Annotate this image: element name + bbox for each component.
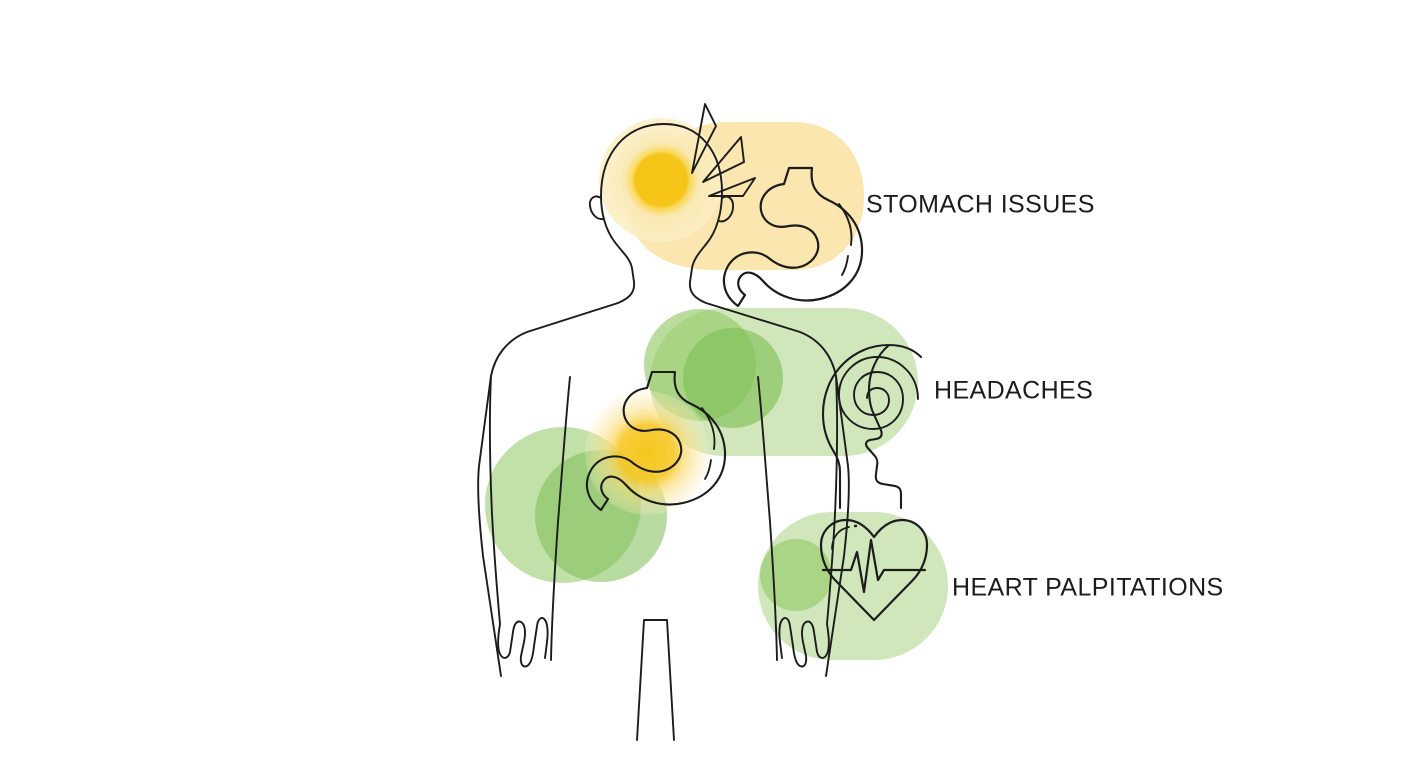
stomach-icon-outline: [722, 166, 864, 308]
pain-burst-rays: [691, 103, 756, 197]
left-arm-inner-line: [550, 376, 571, 661]
heart-pulse-line: [821, 538, 927, 594]
body-markers: [485, 118, 832, 611]
head-pain-marker: [599, 118, 723, 242]
left-ear: [588, 195, 604, 221]
abdomen-pain-marker: [585, 391, 709, 515]
symptom-label-heart-palpitations: HEART PALPITATIONS: [952, 573, 1224, 602]
stomach-icon-inner-dash: [841, 255, 849, 276]
pain-ray-1: [691, 103, 717, 174]
right-arm-inner-line: [757, 376, 778, 661]
stomach-organ-inner-arc: [701, 407, 716, 450]
left-hand: [497, 617, 549, 668]
left-arm-outer-line: [488, 375, 501, 625]
head-profile-outline: [821, 343, 923, 510]
chest-marker-inner: [683, 328, 783, 428]
stomach-icon-inner-arc: [838, 203, 853, 246]
heart-pulse-icon: [819, 518, 929, 622]
stomach-organ-inner-dash: [704, 459, 712, 480]
symptom-label-headaches: HEADACHES: [934, 376, 1094, 405]
head-brain-spiral-icon: [821, 343, 923, 510]
stomach-organ-body: [585, 370, 727, 512]
inner-leg-gap: [636, 619, 675, 741]
right-hand: [778, 617, 830, 668]
right-arm-outer-line: [826, 375, 839, 625]
heart-outline: [819, 518, 929, 622]
stomach-organ-outline: [585, 370, 727, 512]
right-hand-marker: [760, 539, 832, 611]
pain-ray-3: [708, 177, 756, 197]
symptom-label-stomach-issues: STOMACH ISSUES: [866, 190, 1095, 219]
stomach-icon: [722, 166, 864, 308]
pain-ray-2: [702, 136, 745, 183]
brain-spiral: [838, 356, 919, 430]
heart-highlight-arc: [831, 526, 850, 550]
